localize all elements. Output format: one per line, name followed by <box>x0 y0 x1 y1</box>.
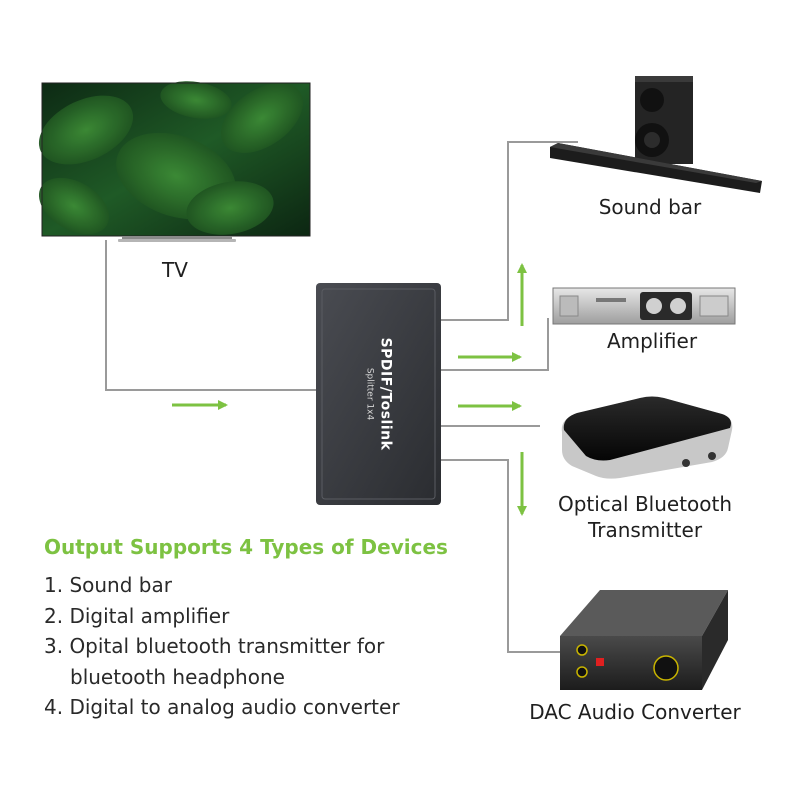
list-item: 1. Sound bar <box>44 573 172 597</box>
amplifier-image <box>552 287 736 325</box>
flow-arrows <box>172 263 527 516</box>
bt-transmitter-label: Optical Bluetooth Transmitter <box>540 491 750 543</box>
bt-transmitter-label-line1: Optical Bluetooth <box>557 492 733 516</box>
dac-image <box>560 590 728 690</box>
tv-screen-leaves <box>38 81 303 235</box>
list-item: 2. Digital amplifier <box>44 603 230 628</box>
list-item: 3. Opital bluetooth transmitter for <box>44 634 385 658</box>
tv-label: TV <box>162 258 188 282</box>
splitter-subtitle: Splitter 1x4 <box>364 367 375 421</box>
features-list: 1. Sound bar 2. Digital amplifier 3. Opi… <box>44 570 400 723</box>
dac-label: DAC Audio Converter <box>529 700 741 724</box>
soundbar-image <box>550 76 762 193</box>
bt-transmitter-label-line2: Transmitter <box>587 518 703 542</box>
wire-splitter-to-amplifier <box>440 318 549 371</box>
wire-splitter-to-dac <box>440 459 562 653</box>
splitter-title: SPDIF/Toslink <box>377 337 394 451</box>
list-item: 4. Digital to analog audio converter <box>44 695 400 719</box>
list-item-continuation: bluetooth headphone <box>70 664 285 689</box>
wire-tv-to-splitter <box>105 240 318 391</box>
bt-transmitter-image <box>561 396 733 479</box>
splitter-image <box>316 283 441 505</box>
tv-image <box>38 81 311 242</box>
features-heading: Output Supports 4 Types of Devices <box>44 535 448 559</box>
wires <box>105 141 578 653</box>
amplifier-label: Amplifier <box>606 329 698 353</box>
soundbar-label: Sound bar <box>598 195 702 219</box>
wire-splitter-to-soundbar <box>440 141 578 321</box>
